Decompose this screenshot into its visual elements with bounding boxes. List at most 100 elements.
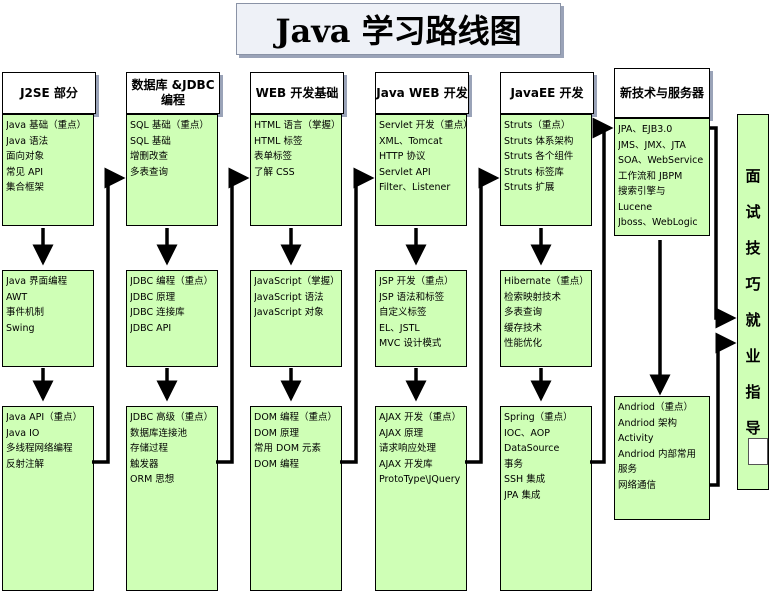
topic-item: 缓存技术 [504, 322, 543, 334]
topic-item: AJAX 开发库 [379, 458, 433, 470]
topic-item: XML、Tomcat [379, 135, 443, 147]
column-jdbc: 数据库 &JDBC 编程 SQL 基础（重点） SQL 基础 增删改查 多表查询… [126, 72, 220, 591]
page-title: Java 学习路线图 [236, 3, 561, 55]
topic-item: JavaScript 对象 [254, 307, 324, 318]
topic-item: 事件机制 [6, 307, 45, 318]
topic-item: JDBC 原理 [130, 291, 176, 303]
topic-item: 请求响应处理 [379, 443, 437, 454]
topic-box: Java 基础（重点） Java 语法 面向对象 常见 API 集合框架 [2, 114, 94, 226]
topic-item: 了解 CSS [254, 166, 295, 178]
topic-item: Struts 体系架构 [504, 135, 574, 147]
arrow-connector [216, 167, 250, 464]
topic-item: Lucene [618, 201, 653, 213]
topic-item: Filter、Listener [379, 182, 451, 193]
arrow-connector [465, 167, 500, 464]
topic-item: JavaScript（掌握） [254, 276, 340, 287]
column-header: WEB 开发基础 [250, 72, 344, 114]
topic-item: DOM 编程（重点） [254, 412, 338, 423]
topic-item: Servlet API [379, 166, 431, 178]
topic-item: JMS、JMX、JTA [618, 139, 686, 151]
topic-item: HTML 标签 [254, 135, 303, 147]
topic-box: Hibernate（重点） 检索映射技术 多表查询 缓存技术 性能优化 [500, 270, 592, 367]
topic-item: Struts 各个组件 [504, 151, 574, 162]
topic-item: Struts（重点） [504, 120, 571, 131]
small-empty-box [748, 438, 768, 465]
interview-char: 业 [745, 347, 761, 365]
column-javaee: JavaEE 开发 Struts（重点） Struts 体系架构 Struts … [500, 72, 594, 591]
interview-char: 就 [745, 311, 761, 329]
topic-box: SQL 基础（重点） SQL 基础 增删改查 多表查询 [126, 114, 218, 226]
topic-item: Andriod 架构 [618, 417, 677, 429]
topic-item: DOM 原理 [254, 427, 300, 439]
topic-item: AJAX 原理 [379, 427, 424, 439]
topic-item: SQL 基础（重点） [130, 120, 209, 131]
topic-item: 检索映射技术 [504, 291, 562, 303]
topic-item: Java 界面编程 [6, 276, 68, 287]
arrow-connector [710, 332, 737, 487]
topic-item: 集合框架 [6, 182, 45, 193]
arrow-connector [590, 117, 614, 464]
topic-item: 数据库连接池 [130, 427, 188, 439]
topic-item: 多表查询 [504, 307, 543, 318]
topic-item: MVC 设计模式 [379, 338, 442, 349]
topic-item: Struts 标签库 [504, 166, 564, 178]
topic-item: 多线程网络编程 [6, 443, 73, 454]
column-header: JavaEE 开发 [500, 72, 594, 114]
topic-item: Swing [6, 322, 35, 334]
topic-item: HTML 语言（掌握） [254, 120, 341, 131]
topic-item: Java API（重点） [6, 412, 83, 423]
interview-guide-box: 面 试 技 巧 就 业 指 导 [737, 114, 769, 490]
topic-box: JPA、EJB3.0 JMS、JMX、JTA SOA、WebService 工作… [614, 118, 710, 236]
topic-item: 自定义标签 [379, 307, 427, 318]
topic-item: Andriod 内部常用 [618, 448, 696, 460]
topic-item: Spring（重点） [504, 412, 573, 423]
topic-item: 面向对象 [6, 151, 45, 162]
topic-item: JDBC 连接库 [130, 307, 185, 318]
topic-box: Java 界面编程 AWT 事件机制 Swing [2, 270, 94, 367]
column-j2se: J2SE 部分 Java 基础（重点） Java 语法 面向对象 常见 API … [2, 72, 96, 591]
topic-item: SSH 集成 [504, 474, 546, 485]
topic-item: 网络通信 [618, 479, 657, 491]
column-web-basics: WEB 开发基础 HTML 语言（掌握） HTML 标签 表单标签 了解 CSS… [250, 72, 344, 591]
topic-item: 搜索引擎与 [618, 186, 666, 197]
arrow-connector [710, 126, 737, 329]
topic-box: Spring（重点） IOC、AOP DataSource 事务 SSH 集成 … [500, 406, 592, 591]
topic-box: DOM 编程（重点） DOM 原理 常用 DOM 元素 DOM 编程 [250, 406, 342, 591]
column-new-tech: 新技术与服务器 JPA、EJB3.0 JMS、JMX、JTA SOA、WebSe… [614, 68, 710, 520]
interview-char: 导 [745, 419, 761, 437]
topic-item: Java IO [6, 427, 40, 439]
topic-item: 常见 API [6, 166, 44, 178]
interview-char: 指 [745, 383, 761, 401]
topic-box: Struts（重点） Struts 体系架构 Struts 各个组件 Strut… [500, 114, 592, 226]
topic-item: AWT [6, 291, 28, 303]
topic-item: SOA、WebService [618, 155, 704, 166]
topic-item: JavaScript 语法 [254, 291, 324, 303]
topic-item: 表单标签 [254, 151, 293, 162]
interview-char: 面 [745, 167, 761, 185]
topic-box: JSP 开发（重点） JSP 语法和标签 自定义标签 EL、JSTL MVC 设… [375, 270, 467, 367]
topic-box: AJAX 开发（重点） AJAX 原理 请求响应处理 AJAX 开发库 Prot… [375, 406, 467, 591]
column-header: 数据库 &JDBC 编程 [126, 72, 220, 114]
topic-item: 存储过程 [130, 443, 169, 454]
topic-item: Servlet 开发（重点） [379, 120, 466, 131]
topic-item: Struts 扩展 [504, 182, 555, 193]
topic-item: HTTP 协议 [379, 151, 426, 162]
topic-item: Hibernate（重点） [504, 276, 589, 287]
topic-item: 工作流和 JBPM [618, 170, 683, 182]
topic-item: 触发器 [130, 458, 159, 470]
interview-char: 技 [745, 239, 761, 257]
topic-item: 事务 [504, 458, 524, 470]
column-java-web: Java WEB 开发 Servlet 开发（重点） XML、Tomcat HT… [375, 72, 469, 591]
topic-item: Activity [618, 433, 654, 444]
topic-item: Java 语法 [6, 135, 49, 147]
column-header: Java WEB 开发 [375, 72, 469, 114]
topic-item: Jboss、WebLogic [618, 217, 698, 228]
topic-box: HTML 语言（掌握） HTML 标签 表单标签 了解 CSS [250, 114, 342, 226]
column-header: J2SE 部分 [2, 72, 96, 114]
column-header: 新技术与服务器 [614, 68, 710, 118]
topic-item: 增删改查 [130, 151, 169, 162]
topic-item: SQL 基础 [130, 135, 171, 147]
topic-box: JDBC 编程（重点） JDBC 原理 JDBC 连接库 JDBC API [126, 270, 218, 367]
topic-item: 反射注解 [6, 458, 45, 470]
topic-item: 常用 DOM 元素 [254, 443, 322, 454]
